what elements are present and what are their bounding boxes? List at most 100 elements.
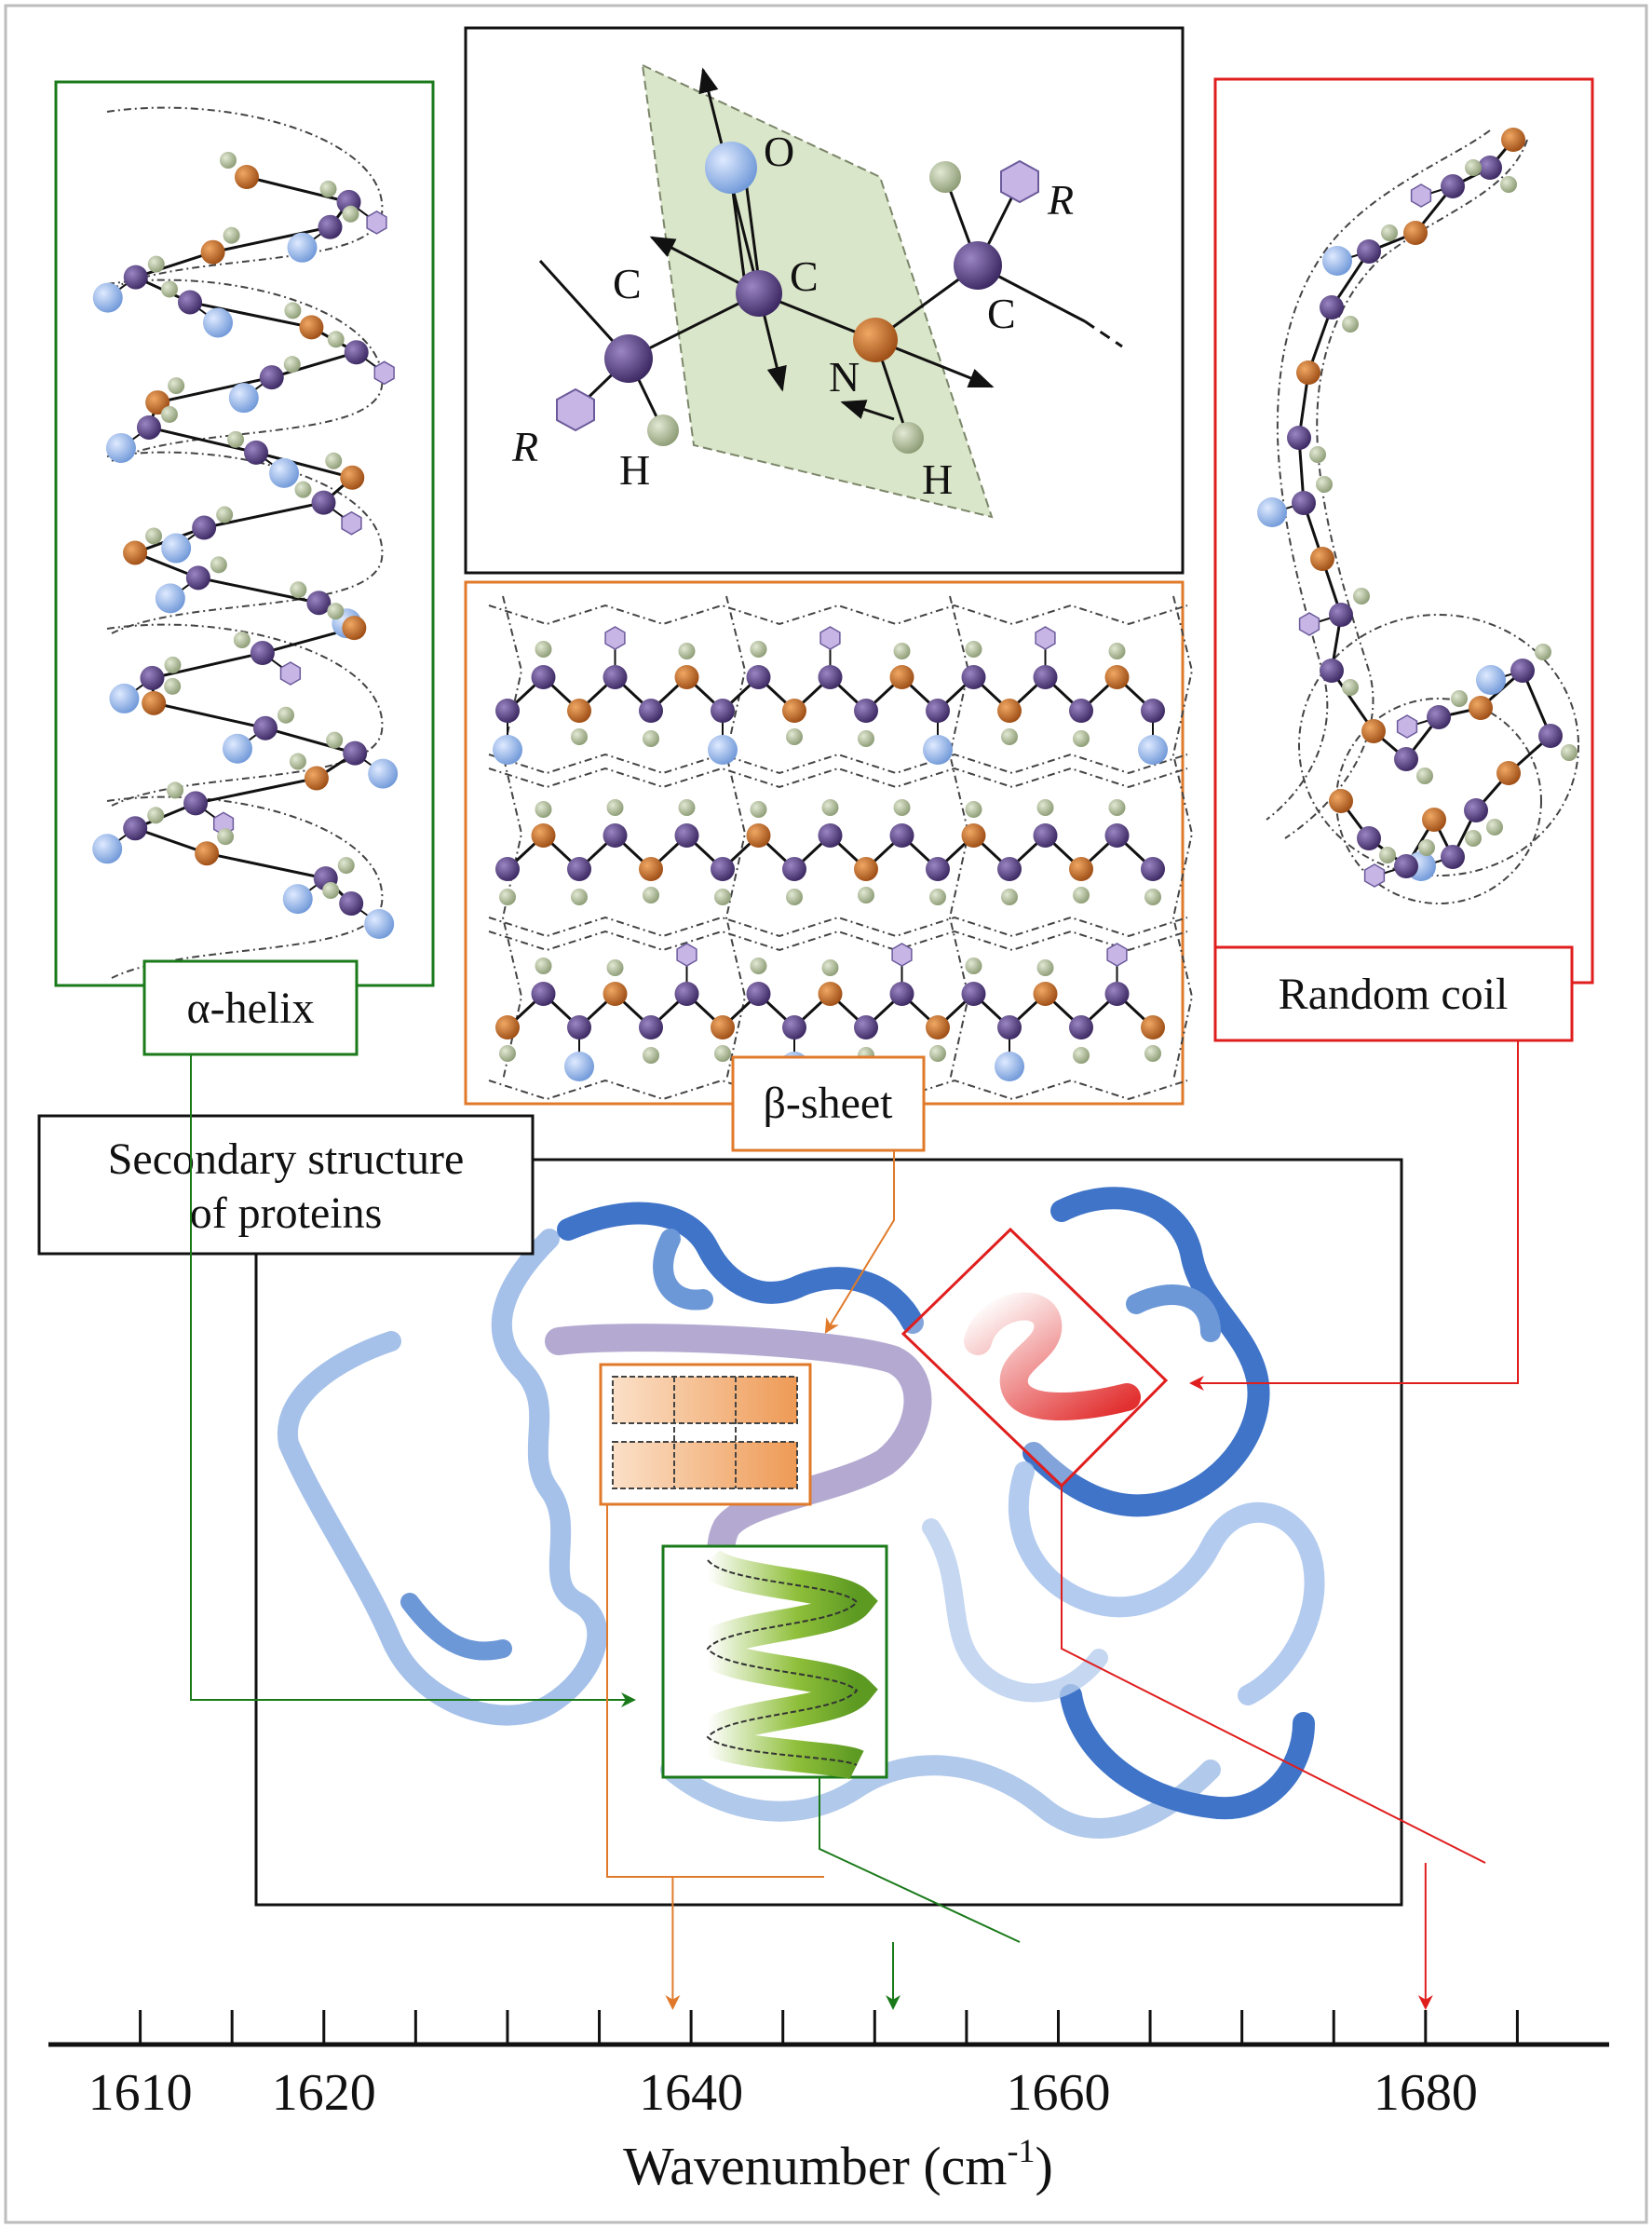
beta-sheet-label: β-sheet: [763, 1079, 893, 1128]
hydrogen-atom: [160, 405, 178, 423]
carbon-atom: [746, 665, 771, 689]
hydrogen-atom: [1001, 889, 1018, 905]
hydrogen-atom: [1144, 889, 1161, 905]
oxygen-atom: [161, 533, 192, 564]
protein-sheet-inset: [599, 1363, 812, 1506]
sheet-row-outline: [488, 1079, 1188, 1101]
hydrogen-atom: [1561, 744, 1578, 761]
coil-atoms: [1257, 128, 1578, 888]
carbon-atom: [926, 699, 950, 723]
nitrogen-atom: [1104, 665, 1130, 689]
connector-coil-to-axis: [1061, 1486, 1486, 1864]
nitrogen-atom: [1403, 221, 1428, 245]
carbon-atom: [639, 1015, 663, 1039]
alpha-helix-frame: [54, 80, 435, 987]
hydrogen-atom: [1108, 643, 1126, 659]
nitrogen-atom: [746, 823, 771, 848]
carbon-atom: [782, 1015, 806, 1039]
nitrogen-atom: [1033, 982, 1058, 1006]
connectors: [190, 1040, 1519, 2010]
oxygen-atom: [203, 307, 234, 338]
carbon-atom: [250, 641, 275, 666]
hydrogen-atom: [319, 180, 337, 197]
carbon-atom: [1320, 659, 1344, 683]
nitrogen-atom: [123, 540, 148, 565]
hydrogen-atom: [714, 1045, 731, 1062]
carbon-atom: [178, 290, 203, 315]
axis-tick-label: 1640: [639, 2064, 743, 2122]
oxygen-atom: [287, 232, 318, 263]
carbon-atom: [1357, 239, 1381, 264]
carbon-atom: [639, 699, 663, 723]
r-group-right: [1000, 159, 1039, 204]
nitrogen-atom: [711, 1015, 735, 1039]
carbon-atom: [1069, 699, 1093, 723]
hydrogen-atom: [499, 889, 516, 905]
sheet-row-outline: [488, 753, 1188, 775]
carbon-atom: [1329, 603, 1353, 627]
connector-sheet-to-protein: [824, 1150, 895, 1334]
carbon-atom: [711, 699, 735, 723]
carbon-atom: [1394, 747, 1418, 771]
nitrogen-atom: [200, 239, 225, 265]
connector-sheet-to-axis: [606, 1504, 824, 1878]
carbonyl-carbon: [736, 270, 782, 317]
hydrogen-atom: [1465, 159, 1482, 176]
label-C-right: C: [987, 290, 1016, 337]
hydrogen-atom: [571, 889, 588, 905]
hydrogen-atom: [929, 889, 946, 905]
hydrogen-atom: [1001, 728, 1018, 745]
carbon-atom: [344, 340, 369, 365]
carbon-atom: [1478, 156, 1502, 180]
hydrogen-atom: [1451, 690, 1468, 707]
hydrogen-atom: [1316, 476, 1333, 493]
carbon-atom: [746, 982, 771, 1006]
hydrogen-atom: [1144, 1045, 1161, 1062]
hydrogen-atom: [283, 356, 301, 374]
oxygen-atom: [269, 457, 300, 488]
hydrogen-atom: [929, 1045, 946, 1062]
label-C-left: C: [613, 260, 642, 307]
nitrogen-atom: [1296, 360, 1320, 385]
nitrogen-atom: [1361, 719, 1386, 743]
hydrogen-atom: [893, 643, 911, 659]
hydrogen-atom: [643, 1047, 659, 1064]
hydrogen-atom: [217, 828, 235, 846]
hydrogen-atom: [1036, 799, 1054, 816]
hydrogen-atom: [786, 728, 803, 745]
hydrogen-atom: [535, 641, 552, 658]
carbon-atom: [1069, 1015, 1093, 1039]
hydrogen-atom: [284, 302, 302, 319]
hydrogen-atom: [858, 730, 874, 747]
random-coil-label: Random coil: [1279, 970, 1509, 1019]
carbon-atom: [1510, 659, 1535, 683]
hydrogen-atom: [1342, 679, 1359, 696]
hydrogen-atom: [1381, 224, 1398, 241]
hydrogen-atom: [821, 799, 839, 816]
oxygen-atom: [92, 834, 123, 864]
nitrogen-atom: [1422, 808, 1446, 832]
oxygen-atom: [493, 735, 522, 765]
label-H-right: H: [922, 455, 953, 503]
nitrogen-atom: [1501, 128, 1525, 152]
carbon-atom: [603, 823, 628, 848]
r-group-hexagon: [373, 360, 395, 386]
carbon-atom: [961, 665, 986, 689]
carbon-atom: [854, 1015, 878, 1039]
carbon-atom: [711, 857, 735, 881]
carbon-atom: [306, 591, 332, 616]
connector-helix-to-axis: [819, 1777, 1021, 1943]
hydrogen-atom: [535, 958, 552, 974]
label-N: N: [829, 353, 860, 401]
hydrogen-atom: [1486, 819, 1503, 836]
carbon-atom: [1320, 295, 1344, 319]
helix-atoms: [92, 152, 399, 939]
hydrogen-atom: [167, 781, 184, 799]
helix-turn-outline: [106, 451, 384, 634]
hydrogen-atom: [535, 801, 552, 818]
hydrogen-atom: [342, 205, 359, 223]
r-group-hexagon: [1298, 612, 1320, 636]
secondary-structure-line2: of proteins: [190, 1189, 383, 1238]
axis-title-text: Wavenumber (cm: [623, 2136, 1007, 2196]
r-group-hexagon: [366, 211, 387, 235]
